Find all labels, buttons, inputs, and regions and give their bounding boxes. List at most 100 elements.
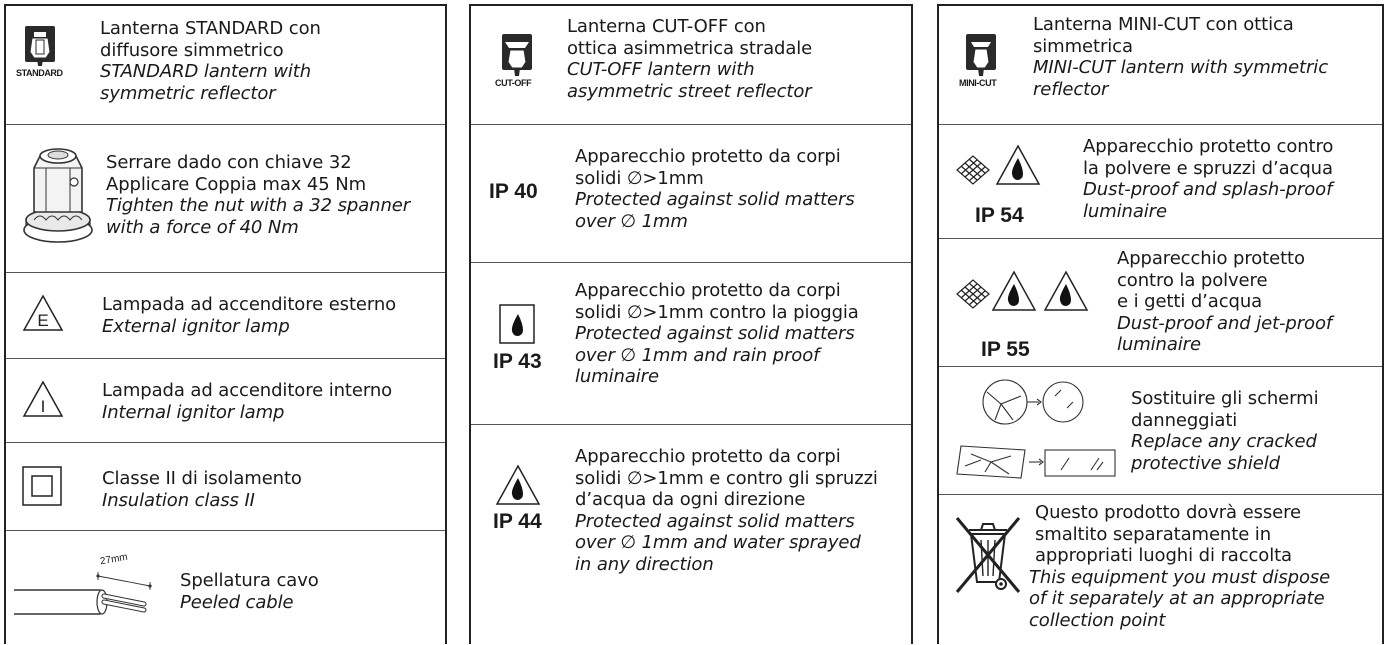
ip44-it-line1: Apparecchio protetto da corpi — [575, 446, 841, 467]
standard-lantern-icon: STANDARD — [16, 24, 63, 80]
cutoff-lantern-text: Lanterna CUT-OFF con ottica asimmetrica … — [567, 16, 812, 102]
cutoff-lantern-row: CUT-OFF Lanterna CUT-OFF con ottica asim… — [471, 6, 911, 124]
divider — [6, 530, 445, 531]
standard-icon-caption: STANDARD — [16, 68, 63, 78]
nut-it-line2: Applicare Coppia max 45 Nm — [106, 173, 367, 195]
weee-en-line1: This equipment you must dispose — [1029, 566, 1331, 588]
shield-replacement-row: Sostituire gli schermi danneggiati Repla… — [939, 366, 1382, 494]
insulation-class-en: Insulation class II — [102, 489, 255, 511]
nut-it-line1: Serrare dado con chiave 32 — [106, 152, 352, 173]
minicut-it-line1: Lanterna MINI-CUT con ottica — [1033, 14, 1294, 35]
standard-it-line1: Lanterna STANDARD con — [100, 18, 321, 39]
weee-it-line2: smaltito separatamente in — [1035, 523, 1272, 545]
nut-torque-text: Serrare dado con chiave 32 Applicare Cop… — [106, 152, 410, 238]
ip54-en-line1: Dust-proof and splash-proof — [1083, 179, 1333, 200]
internal-ignitor-symbol: I — [41, 397, 46, 416]
ip55-text: Apparecchio protetto contro la polvere e… — [1117, 248, 1332, 356]
ip40-label: IP 40 — [489, 180, 538, 203]
external-ignitor-en: External ignitor lamp — [102, 315, 290, 337]
ip55-en-line2: luminaire — [1117, 334, 1201, 355]
weee-disposal-text: Questo prodotto dovrà essere smaltito se… — [1029, 502, 1330, 631]
divider — [6, 272, 445, 273]
cutoff-en-line1: CUT-OFF lantern with — [567, 59, 755, 80]
divider — [471, 124, 911, 125]
peeled-cable-it: Spellatura cavo — [180, 570, 319, 591]
ip54-it-line1: Apparecchio protetto contro — [1083, 136, 1334, 157]
minicut-lantern-icon: MINI-CUT — [959, 32, 1001, 92]
divider — [6, 442, 445, 443]
divider — [939, 366, 1382, 367]
ip55-row: IP 55 Apparecchio protetto contro la pol… — [939, 238, 1382, 366]
column-protection-disposal: MINI-CUT Lanterna MINI-CUT con ottica si… — [937, 4, 1384, 644]
ip40-row: IP 40 Apparecchio protetto da corpi soli… — [471, 124, 911, 262]
divider — [939, 238, 1382, 239]
column-ip-ratings: CUT-OFF Lanterna CUT-OFF con ottica asim… — [469, 4, 913, 644]
nut-torque-row: Serrare dado con chiave 32 Applicare Cop… — [6, 124, 445, 272]
insulation-class-row: Classe II di isolamento Insulation class… — [6, 442, 445, 530]
divider — [939, 124, 1382, 125]
minicut-lantern-text: Lanterna MINI-CUT con ottica simmetrica … — [1033, 14, 1328, 100]
crossed-bin-icon — [953, 512, 1023, 602]
cutoff-it-line2: ottica asimmetrica stradale — [567, 37, 813, 59]
ip44-text: Apparecchio protetto da corpi solidi ∅>1… — [575, 446, 878, 575]
shield-it-line2: danneggiati — [1131, 409, 1238, 431]
peeled-cable-text: Spellatura cavo Peeled cable — [180, 570, 319, 613]
peeled-cable-en: Peeled cable — [180, 591, 294, 613]
peeled-cable-row: 27mm Spellatura cavo Peeled cable — [6, 530, 445, 645]
ip40-en-line2: over ∅ 1mm — [575, 210, 688, 232]
ip43-row: IP 43 Apparecchio protetto da corpi soli… — [471, 262, 911, 424]
ip54-en-line2: luminaire — [1083, 200, 1167, 222]
ip54-text: Apparecchio protetto contro la polvere e… — [1083, 136, 1333, 222]
ip40-it-line2: solidi ∅>1mm — [575, 167, 704, 189]
ip43-it-line1: Apparecchio protetto da corpi — [575, 280, 841, 301]
cutoff-en-line2: asymmetric street reflector — [567, 80, 812, 102]
ip55-en-line1: Dust-proof and jet-proof — [1117, 312, 1333, 334]
external-ignitor-text: Lampada ad accenditore esterno External … — [102, 294, 396, 337]
minicut-en-line1: MINI-CUT lantern with symmetric — [1033, 57, 1329, 78]
cutoff-icon-caption: CUT-OFF — [495, 78, 532, 88]
ip44-it-line2: solidi ∅>1mm e contro gli spruzzi — [575, 467, 878, 489]
divider — [6, 358, 445, 359]
ip44-row: IP 44 Apparecchio protetto da corpi soli… — [471, 424, 911, 645]
cutoff-lantern-icon: CUT-OFF — [495, 32, 537, 92]
minicut-en-line2: reflector — [1033, 78, 1109, 100]
ip44-en-line2: over ∅ 1mm and water sprayed — [575, 532, 861, 553]
rain-drop-square-icon — [499, 304, 535, 348]
external-ignitor-it: Lampada ad accenditore esterno — [102, 294, 397, 315]
divider — [6, 124, 445, 125]
insulation-class-text: Classe II di isolamento Insulation class… — [102, 468, 302, 511]
internal-ignitor-text: Lampada ad accenditore interno Internal … — [102, 380, 392, 423]
standard-it-line2: diffusore simmetrico — [100, 39, 284, 61]
ip40-it-line1: Apparecchio protetto da corpi — [575, 146, 841, 167]
weee-it-line3: appropriati luoghi di raccolta — [1035, 545, 1292, 566]
internal-ignitor-triangle-icon: I — [22, 380, 64, 422]
insulation-class-it: Classe II di isolamento — [102, 468, 302, 489]
splash-drop-triangle-icon — [495, 464, 541, 510]
minicut-icon-caption: MINI-CUT — [959, 78, 997, 88]
minicut-lantern-row: MINI-CUT Lanterna MINI-CUT con ottica si… — [939, 6, 1382, 124]
splash-drop-triangle-icon — [995, 144, 1041, 190]
jet-drop-triangle-icon — [991, 270, 1037, 316]
cutoff-it-line1: Lanterna CUT-OFF con — [567, 16, 766, 37]
ip54-label: IP 54 — [975, 204, 1024, 227]
peeled-cable-icon: 27mm — [14, 550, 164, 634]
column-general: STANDARD Lanterna STANDARD con diffusore… — [4, 4, 447, 644]
shield-replacement-text: Sostituire gli schermi danneggiati Repla… — [1131, 388, 1319, 474]
ip40-text: Apparecchio protetto da corpi solidi ∅>1… — [575, 146, 855, 232]
ip40-en-line1: Protected against solid matters — [575, 189, 855, 210]
external-ignitor-row: E Lampada ad accenditore esterno Externa… — [6, 272, 445, 358]
ip44-en-line1: Protected against solid matters — [575, 510, 855, 532]
internal-ignitor-row: I Lampada ad accenditore interno Interna… — [6, 358, 445, 442]
ip43-text: Apparecchio protetto da corpi solidi ∅>1… — [575, 280, 859, 388]
ip43-en-line3: luminaire — [575, 366, 659, 387]
ip44-label: IP 44 — [493, 510, 542, 533]
external-ignitor-triangle-icon: E — [22, 294, 64, 336]
ip55-it-line2: contro la polvere — [1117, 269, 1268, 291]
internal-ignitor-it: Lampada ad accenditore interno — [102, 380, 393, 401]
ip44-it-line3: d’acqua da ogni direzione — [575, 489, 806, 510]
standard-en-line1: STANDARD lantern with — [100, 61, 311, 82]
shield-en-line2: protective shield — [1131, 452, 1280, 474]
standard-lantern-row: STANDARD Lanterna STANDARD con diffusore… — [6, 6, 445, 124]
divider — [939, 494, 1382, 495]
cracked-shield-replace-icon — [951, 374, 1121, 488]
